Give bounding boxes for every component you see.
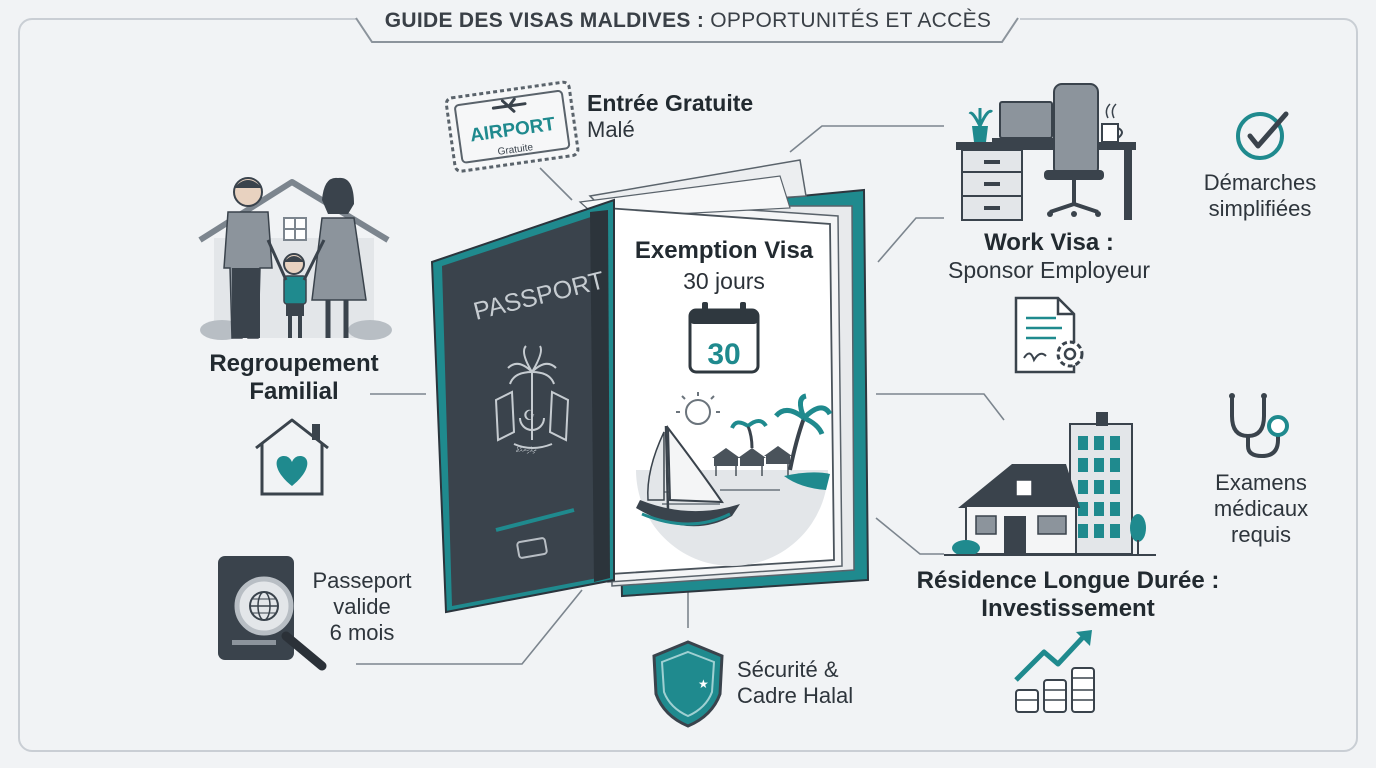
passport-check-line1: Passeport xyxy=(312,568,412,593)
title-tab xyxy=(356,0,1020,42)
page-title-rest: OPPORTUNITÉS ET ACCÈS xyxy=(704,9,992,32)
passport-magnifier-icon xyxy=(218,556,327,671)
work-desk-icon xyxy=(956,83,1136,221)
residence-label-line1: Résidence Longue Durée : xyxy=(916,567,1220,594)
stethoscope-icon xyxy=(1229,393,1289,459)
airport-label-line1: Entrée Gratuite xyxy=(587,90,754,116)
passport-check-line2: valide xyxy=(333,593,391,619)
residence-label-line2: Investissement xyxy=(981,595,1155,623)
work-label: Work Visa : Sponsor Employeur xyxy=(914,229,1184,284)
medical-line2: médicaux xyxy=(1213,495,1309,521)
family-house-icon xyxy=(198,177,392,340)
exemption-title: Exemption Visa xyxy=(635,237,814,264)
security-line1: Sécurité & xyxy=(737,657,839,682)
security-line2: Cadre Halal xyxy=(737,682,854,708)
calendar-icon: 30 xyxy=(688,302,760,374)
shield-crescent-icon: ★ xyxy=(652,640,724,728)
document-gear-icon xyxy=(1014,296,1084,374)
airport-stamp-icon: AIRPORT Gratuite xyxy=(444,80,580,173)
work-label-line1: Work Visa : xyxy=(984,229,1114,256)
work-label-line2: Sponsor Employeur xyxy=(948,257,1150,284)
emblem-text: ދިވެހިރާއްޖެ xyxy=(516,445,537,454)
family-label-line2: Familial xyxy=(249,378,339,406)
simplified-line1: Démarches xyxy=(1203,170,1317,195)
security-label: Sécurité & Cadre Halal xyxy=(737,657,853,709)
airport-stamp-sub: Gratuite xyxy=(497,142,534,158)
residence-label: Résidence Longue Durée : Investissement xyxy=(888,567,1248,624)
calendar-number: 30 xyxy=(707,338,740,371)
medical-label: Examens médicaux requis xyxy=(1196,470,1326,548)
family-label: Regroupement Familial xyxy=(180,350,408,407)
airport-label-line2: Malé xyxy=(587,117,635,143)
medical-line3: requis xyxy=(1231,521,1291,547)
svg-text:★: ★ xyxy=(698,677,709,691)
check-circle-icon xyxy=(1236,111,1289,160)
page-title-bold: GUIDE DES VISAS MALDIVES : xyxy=(384,9,705,32)
residence-buildings-icon xyxy=(944,412,1156,556)
house-heart-icon xyxy=(255,418,329,496)
passport-check-line3: 6 mois xyxy=(329,619,395,645)
connector-lines xyxy=(356,125,1005,665)
medical-line1: Examens xyxy=(1215,470,1307,495)
airport-label: Entrée Gratuite Malé xyxy=(587,90,753,143)
svg-text:☪: ☪ xyxy=(523,408,536,424)
family-label-line1: Regroupement xyxy=(209,350,379,377)
growth-coins-icon xyxy=(1014,630,1095,713)
passport-check-label: Passeport valide 6 mois xyxy=(296,568,428,646)
island-scene-icon xyxy=(636,392,833,566)
title-tab-outline xyxy=(355,17,1019,43)
page-title: GUIDE DES VISAS MALDIVES : OPPORTUNITÉS … xyxy=(356,9,1020,33)
passport-icon: ☪ ދިވެހިރާއްޖެ PASSPORT Exemption Visa 3… xyxy=(430,159,870,614)
simplified-line2: simplifiées xyxy=(1208,195,1312,221)
exemption-days: 30 jours xyxy=(683,268,765,294)
simplified-label: Démarches simplifiées xyxy=(1184,170,1336,222)
